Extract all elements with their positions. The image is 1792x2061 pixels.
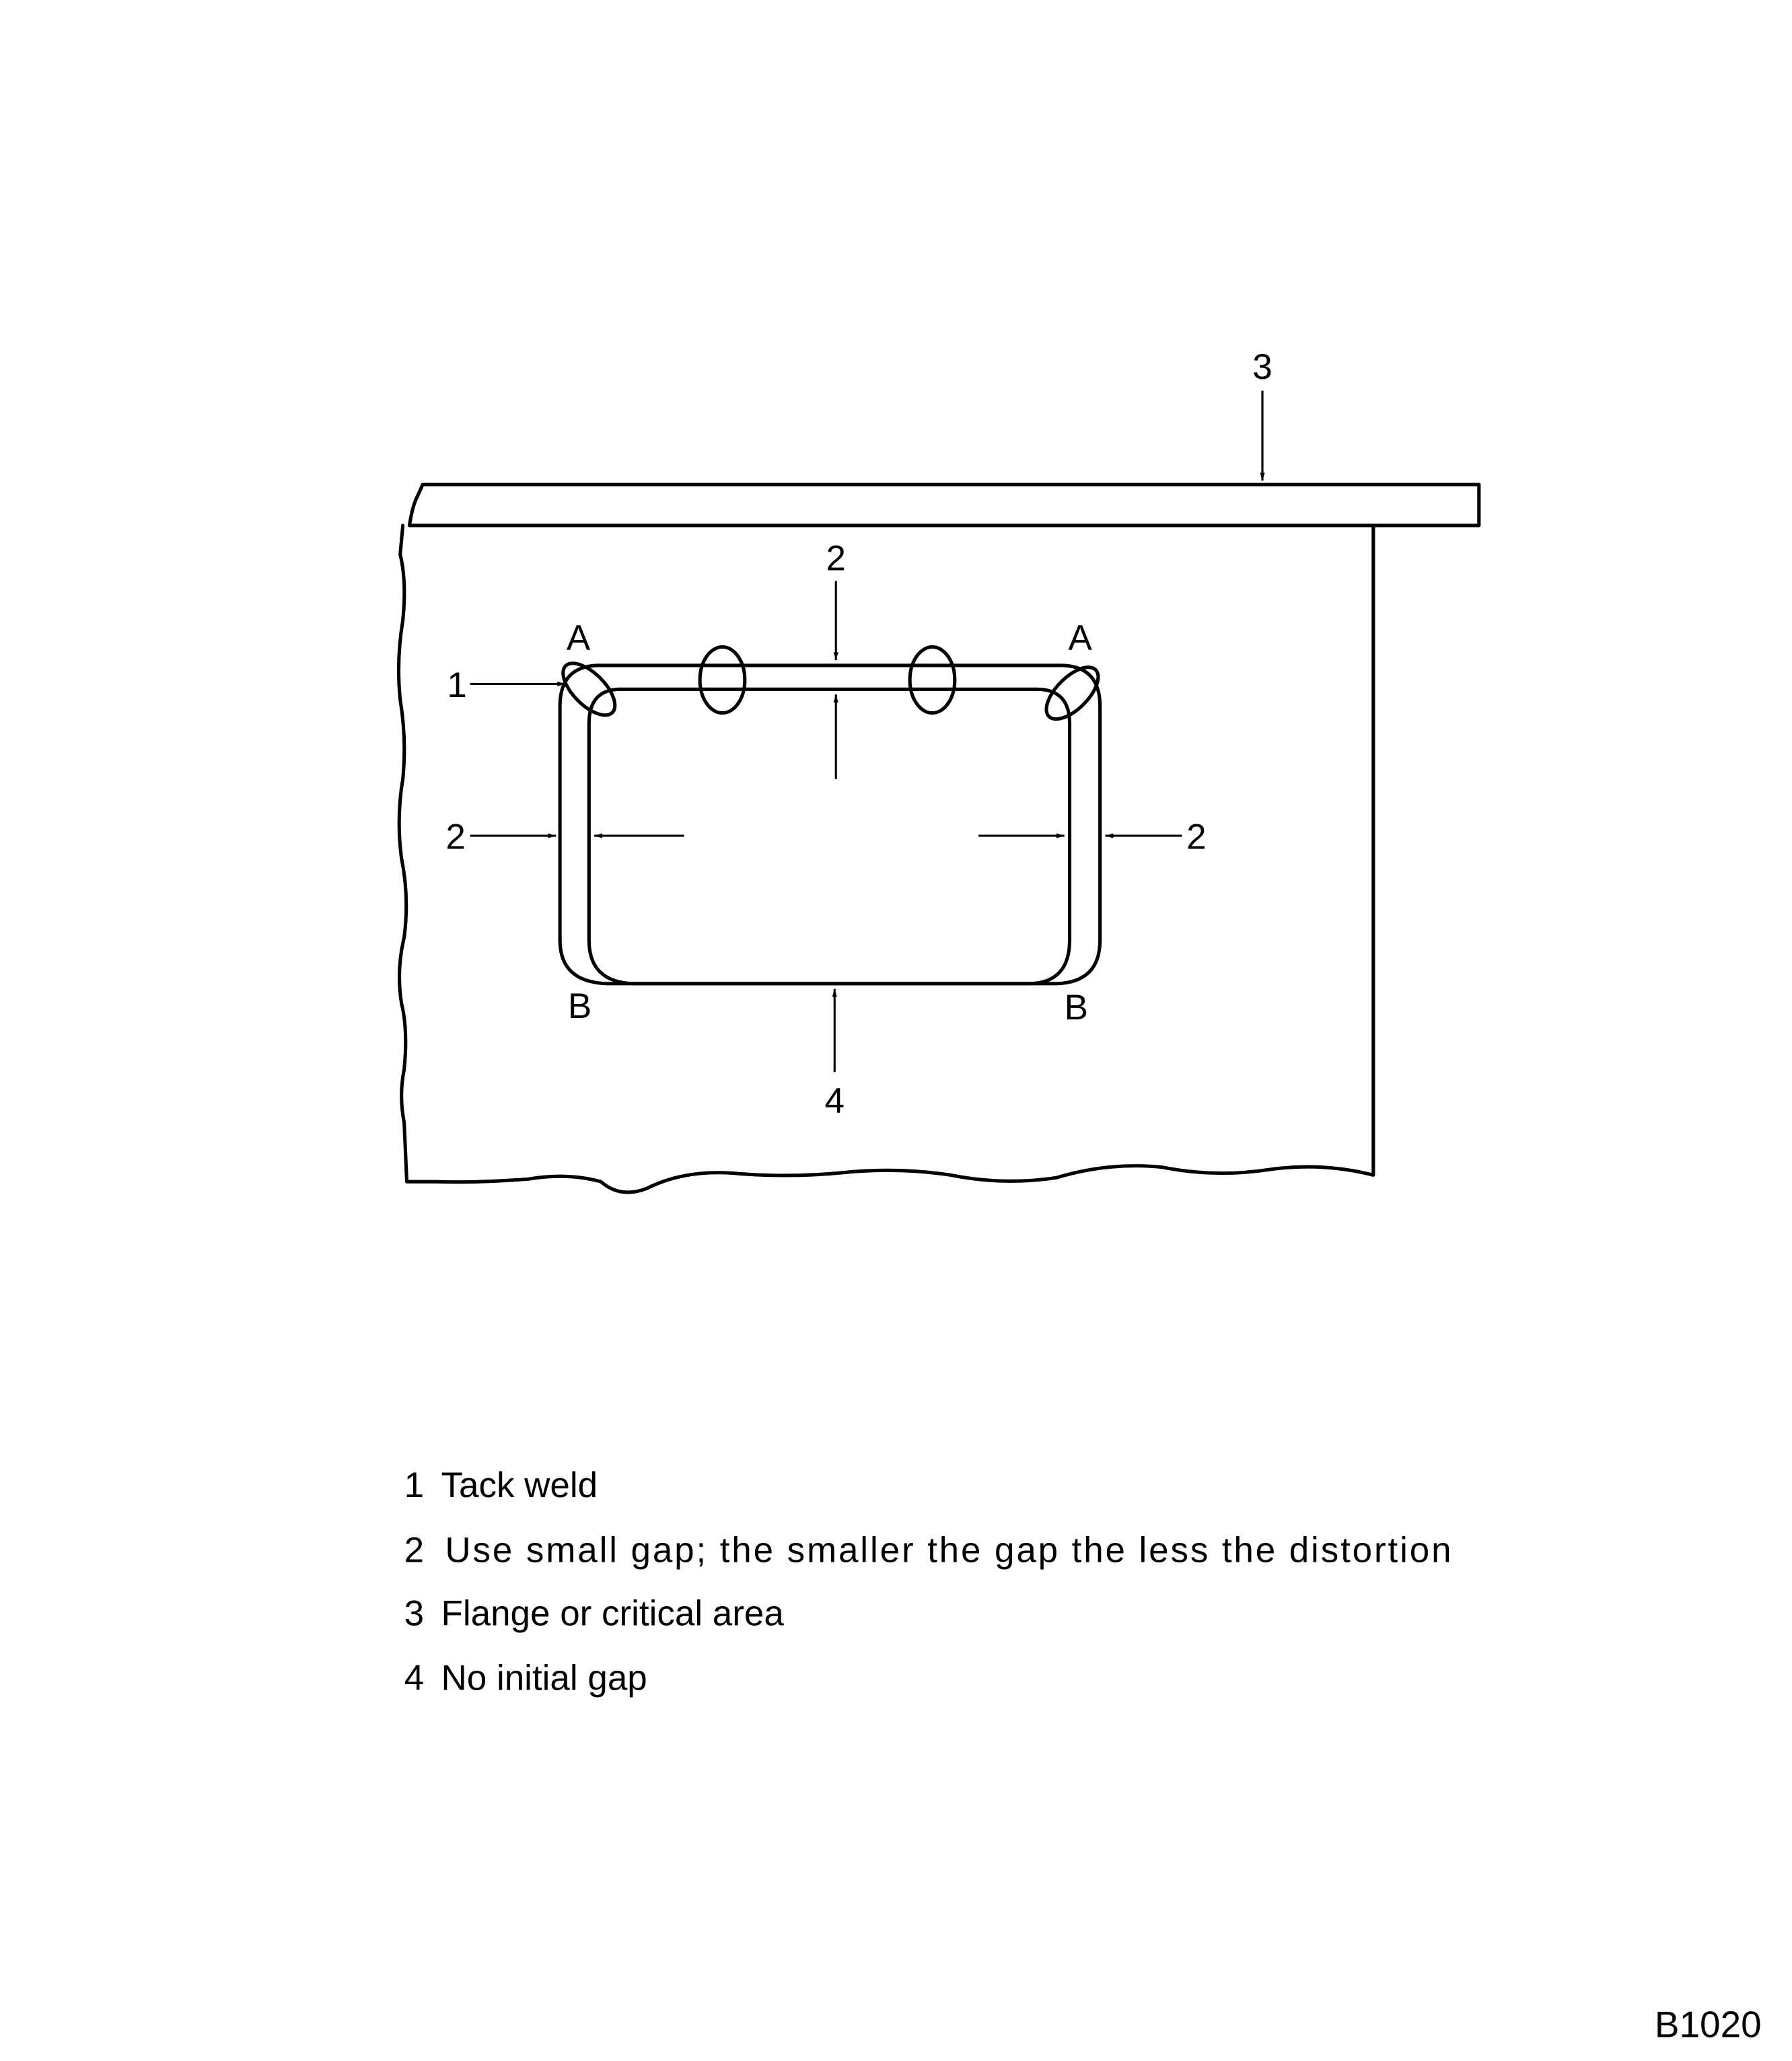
legend-number: 4 [404,1659,424,1698]
legend-number: 1 [404,1466,424,1505]
plate-outline [396,523,1375,1194]
callout-4: 4 [825,1081,845,1121]
corner-label-a-left: A [567,618,591,657]
callout-3: 3 [1252,347,1272,387]
tack-weld [698,645,747,715]
flange [407,482,1481,528]
legend-text: Tack weld [441,1466,598,1505]
legend-number: 2 [404,1530,424,1570]
tack-weld-corner [561,661,617,717]
legend-text: Flange or critical area [441,1593,785,1633]
callout-2-left: 2 [445,818,465,857]
corner-label-a-right: A [1069,618,1093,657]
legend-text: No initial gap [441,1659,647,1698]
insert-outer-edge [558,663,1102,986]
legend: 1 Tack weld 2 Use small gap; the smaller… [404,1466,1451,1698]
callout-1: 1 [447,665,466,705]
callout-2-right: 2 [1186,818,1206,857]
callout-2-top: 2 [826,539,845,579]
legend-text: Use small gap; the smaller the gap the l… [445,1530,1451,1570]
figure-code: B1020 [1655,2004,1762,2046]
tack-weld [908,645,957,715]
corner-label-b-left: B [568,986,592,1026]
tack-weld-corner [1044,665,1100,721]
corner-label-b-right: B [1065,988,1088,1027]
legend-number: 3 [404,1593,424,1633]
